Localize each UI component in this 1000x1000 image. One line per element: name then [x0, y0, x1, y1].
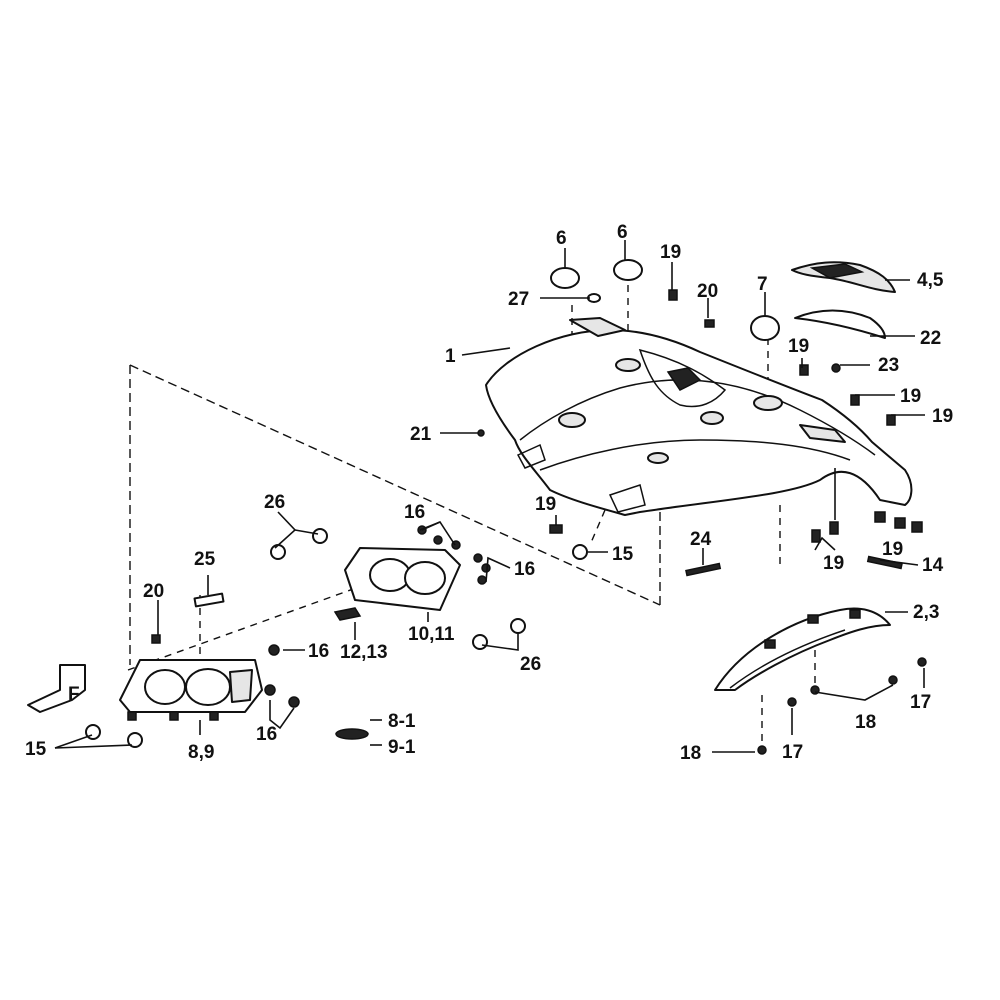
label-part-21: 21 [410, 424, 432, 445]
top-cover-panel [791, 261, 896, 339]
label-part-15: 15 [612, 544, 634, 565]
label-part-15: 15 [25, 739, 47, 760]
label-part-22: 22 [920, 328, 941, 349]
front-marker-letter: F [68, 684, 80, 705]
label-part-4-5: 4,5 [917, 270, 944, 291]
label-part-26: 26 [264, 492, 285, 513]
headlight-housing [119, 659, 263, 721]
label-part-18: 18 [855, 712, 876, 733]
label-part-1: 1 [445, 346, 456, 367]
label-part-23: 23 [878, 355, 899, 376]
mudguard-flare [714, 607, 891, 691]
label-part-14: 14 [922, 555, 944, 576]
label-part-16: 16 [404, 502, 425, 523]
label-part-7: 7 [757, 274, 768, 295]
label-part-25: 25 [194, 549, 216, 570]
headlight-lens [333, 547, 461, 621]
label-part-19: 19 [788, 336, 809, 357]
part-labels: 6 6 7 19 20 27 1 21 4,5 22 23 19 19 19 1… [25, 222, 953, 764]
label-part-17: 17 [910, 692, 931, 713]
label-part-18: 18 [680, 743, 701, 764]
label-part-8-1: 8-1 [388, 711, 416, 732]
label-part-20: 20 [697, 281, 718, 302]
label-part-16: 16 [308, 641, 329, 662]
label-part-8-9: 8,9 [188, 742, 214, 763]
label-part-19: 19 [932, 406, 953, 427]
label-part-19: 19 [535, 494, 556, 515]
label-part-27: 27 [508, 289, 529, 310]
label-part-19: 19 [882, 539, 903, 560]
fasteners [85, 289, 927, 755]
label-part-10-11: 10,11 [408, 624, 455, 645]
label-part-20: 20 [143, 581, 164, 602]
label-part-6: 6 [617, 222, 628, 243]
label-part-17: 17 [782, 742, 803, 763]
label-part-24: 24 [690, 529, 712, 550]
label-part-6: 6 [556, 228, 567, 249]
leader-lines [54, 240, 925, 753]
label-part-19: 19 [660, 242, 681, 263]
label-part-16: 16 [514, 559, 535, 580]
label-part-19: 19 [823, 553, 844, 574]
label-part-9-1: 9-1 [388, 737, 416, 758]
label-part-16: 16 [256, 724, 277, 745]
label-part-19: 19 [900, 386, 921, 407]
label-part-2-3: 2,3 [913, 602, 939, 623]
label-part-12-13: 12,13 [340, 642, 388, 663]
label-part-26: 26 [520, 654, 541, 675]
front-direction-marker: F [27, 664, 86, 713]
front-fender-cover [485, 317, 913, 516]
